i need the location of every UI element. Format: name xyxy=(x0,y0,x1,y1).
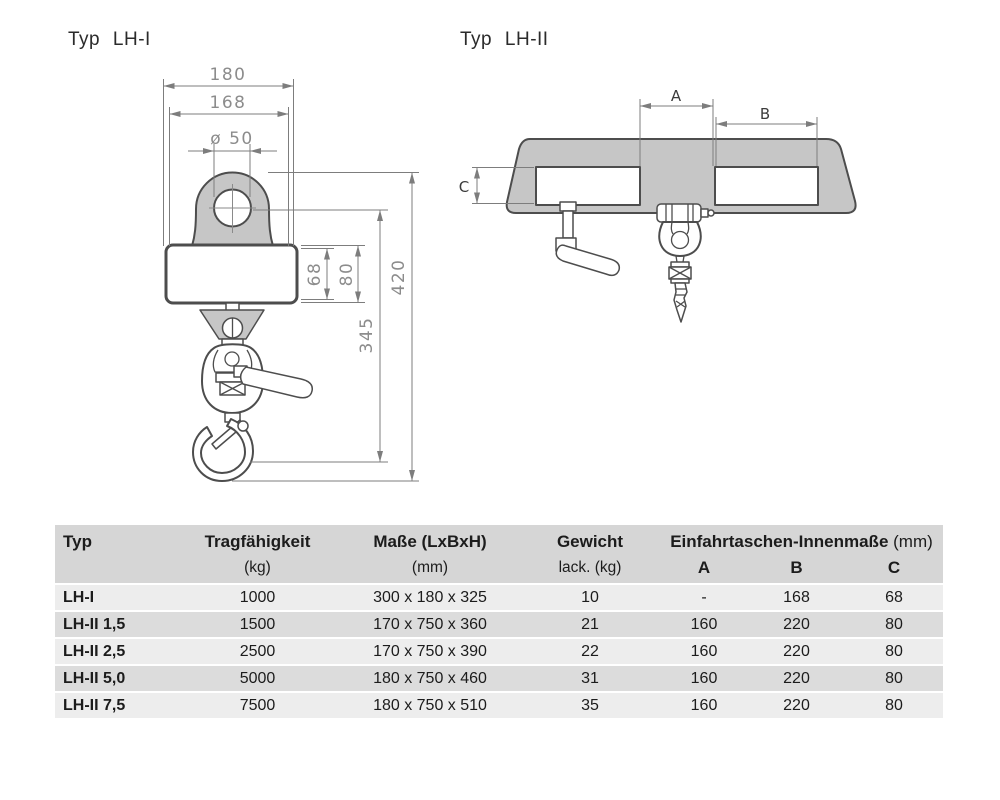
lh2-left-pocket xyxy=(535,166,641,206)
lh1-dim-420-label: 420 xyxy=(389,259,409,296)
cell-typ: LH-II 1,5 xyxy=(63,616,126,633)
cell-c: 80 xyxy=(885,643,903,660)
lh2-drawing: A B C xyxy=(459,87,857,323)
lh2-dim-c: C xyxy=(459,167,534,204)
header-pockets-group: Einfahrtaschen-Innenmaße (mm) A B C xyxy=(660,529,943,580)
cell-capacity: 1500 xyxy=(239,616,276,633)
cell-weight: 22 xyxy=(581,643,599,660)
header-pockets-label: Einfahrtaschen-Innenmaße xyxy=(670,532,889,551)
table-row: LH-I 1000 300 x 180 x 325 10 - 168 68 xyxy=(55,583,943,610)
lh1-dim-345-label: 345 xyxy=(357,317,377,354)
cell-a: 160 xyxy=(690,616,718,633)
header-weight-unit: lack. (kg) xyxy=(558,559,622,576)
cell-c: 80 xyxy=(885,670,903,687)
cell-b: 220 xyxy=(783,643,810,660)
header-dimensions: Maße (LxBxH) (mm) xyxy=(340,529,520,580)
lh2-clamp-lever xyxy=(555,201,621,277)
lh2-dim-b: B xyxy=(715,105,818,166)
cell-c: 68 xyxy=(885,589,903,606)
cell-capacity: 5000 xyxy=(239,670,276,687)
lh2-right-pocket xyxy=(714,166,819,206)
cell-capacity: 1000 xyxy=(239,589,276,606)
lh2-dim-c-label: C xyxy=(459,178,469,196)
lh2-dim-a-label: A xyxy=(671,87,682,105)
cell-a: - xyxy=(701,589,707,606)
lh1-dim-80: 80 xyxy=(301,245,365,303)
cell-capacity: 7500 xyxy=(239,697,276,714)
cell-c: 80 xyxy=(885,616,903,633)
cell-b: 220 xyxy=(783,697,810,714)
header-capacity: Tragfähigkeit (kg) xyxy=(175,529,340,580)
lh1-latch-pivot xyxy=(237,420,249,432)
lh1-drawing: 180 168 ø 50 xyxy=(163,65,419,482)
lh1-body xyxy=(164,243,299,305)
cell-a: 160 xyxy=(690,697,718,714)
technical-drawing: 180 168 ø 50 xyxy=(163,65,857,482)
header-typ: Typ xyxy=(55,529,175,580)
spec-table: Typ Tragfähigkeit (kg) Maße (LxBxH) (mm)… xyxy=(55,525,943,718)
lh1-dim-180-label: 180 xyxy=(210,65,247,85)
lh1-dim-345: 345 xyxy=(250,209,388,463)
figure-label-lh1: Typ LH-I xyxy=(68,29,151,50)
cell-capacity: 2500 xyxy=(239,643,276,660)
figure-label-lh2: Typ LH-II xyxy=(460,29,549,50)
cell-a: 160 xyxy=(690,643,718,660)
table-row: LH-II 7,5 7500 180 x 750 x 510 35 160 22… xyxy=(55,691,943,718)
cell-typ: LH-I xyxy=(63,589,95,606)
header-dimensions-label: Maße (LxBxH) xyxy=(373,532,487,551)
header-weight-label: Gewicht xyxy=(556,532,624,551)
header-sub-c: C xyxy=(887,558,901,577)
cell-dimensions: 180 x 750 x 510 xyxy=(373,697,487,714)
table-body: LH-I 1000 300 x 180 x 325 10 - 168 68 LH… xyxy=(55,583,943,718)
cell-weight: 10 xyxy=(581,589,599,606)
table-row: LH-II 2,5 2500 170 x 750 x 390 22 160 22… xyxy=(55,637,943,664)
cell-dimensions: 180 x 750 x 460 xyxy=(373,670,487,687)
cell-c: 80 xyxy=(885,697,903,714)
cell-weight: 35 xyxy=(581,697,599,714)
header-pockets-unit: (mm) xyxy=(893,532,933,551)
lh1-dim-hole: ø 50 xyxy=(188,129,277,197)
header-capacity-unit: (kg) xyxy=(244,559,271,576)
cell-weight: 21 xyxy=(581,616,599,633)
lh1-lever-handle xyxy=(239,366,314,399)
header-dimensions-unit: (mm) xyxy=(411,559,449,576)
lh2-dim-a: A xyxy=(639,87,714,166)
lh2-swivel-hook xyxy=(656,203,715,323)
cell-b: 168 xyxy=(783,589,810,606)
header-typ-label: Typ xyxy=(63,532,92,551)
cell-dimensions: 170 x 750 x 390 xyxy=(373,643,487,660)
lh1-dim-180: 180 xyxy=(163,65,294,246)
header-sub-b: B xyxy=(790,558,803,577)
cell-typ: LH-II 5,0 xyxy=(63,670,126,687)
header-weight: Gewicht lack. (kg) xyxy=(520,529,660,580)
cell-typ: LH-II 2,5 xyxy=(63,643,126,660)
lh1-dim-168: 168 xyxy=(169,93,289,246)
lh1-dim-hole-label: ø 50 xyxy=(210,129,253,149)
lh1-dim-168-label: 168 xyxy=(210,93,247,113)
header-sub-a: A xyxy=(697,558,711,577)
cell-b: 220 xyxy=(783,616,810,633)
cell-weight: 31 xyxy=(581,670,599,687)
cell-dimensions: 300 x 180 x 325 xyxy=(373,589,487,606)
cell-dimensions: 170 x 750 x 360 xyxy=(373,616,487,633)
lh1-dim-80-label: 80 xyxy=(337,262,357,287)
table-header: Typ Tragfähigkeit (kg) Maße (LxBxH) (mm)… xyxy=(55,525,943,583)
header-capacity-label: Tragfähigkeit xyxy=(204,532,311,551)
cell-a: 160 xyxy=(690,670,718,687)
cell-b: 220 xyxy=(783,670,810,687)
lh1-hook xyxy=(192,418,254,482)
cell-typ: LH-II 7,5 xyxy=(63,697,126,714)
table-row: LH-II 1,5 1500 170 x 750 x 360 21 160 22… xyxy=(55,610,943,637)
lh1-dim-420: 420 xyxy=(232,172,419,482)
lh1-dim-68-label: 68 xyxy=(305,262,325,287)
lh1-dim-68: 68 xyxy=(301,248,334,300)
table-row: LH-II 5,0 5000 180 x 750 x 460 31 160 22… xyxy=(55,664,943,691)
lh2-dim-b-label: B xyxy=(760,105,770,123)
